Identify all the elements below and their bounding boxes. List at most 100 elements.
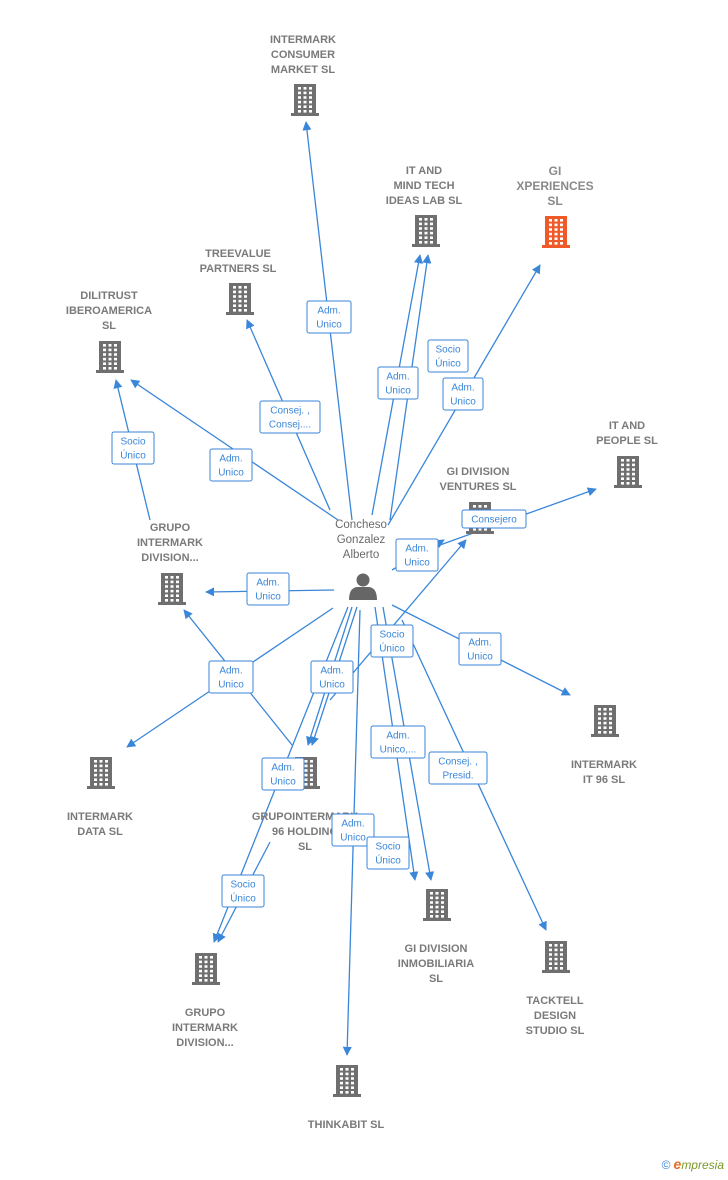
company-node-intermark-it96[interactable]: INTERMARK IT 96 SL xyxy=(571,705,637,786)
edge-label-badge[interactable]: Adm.Unico xyxy=(306,300,352,334)
edge-label-text: Socio xyxy=(435,345,460,356)
edge-label-text: Socio xyxy=(379,630,404,641)
edge-label-text: Unico,... xyxy=(380,745,417,756)
edge-label-text: Unico xyxy=(404,558,430,569)
edge-label-text: Adm. xyxy=(219,666,242,677)
edge-label-text: Unico xyxy=(218,680,244,691)
edge-label-text: Unico xyxy=(270,777,296,788)
building-icon[interactable] xyxy=(614,456,642,488)
edge-label-text: Único xyxy=(379,642,405,655)
edge-label-text: Unico xyxy=(340,833,366,844)
company-label: STUDIO SL xyxy=(526,1025,585,1037)
edge-label-text: Socio xyxy=(230,880,255,891)
company-label: DIVISION... xyxy=(141,552,198,564)
edge-label-text: Socio xyxy=(120,437,145,448)
edge-label-text: Adm. xyxy=(219,454,242,465)
edge-label-badge[interactable]: Adm.Unico xyxy=(261,757,305,791)
edge-label-text: Socio xyxy=(375,842,400,853)
company-label: GRUPO xyxy=(185,1007,226,1019)
badges-layer: Adm.UnicoAdm.UnicoSocioÚnicoAdm.UnicoCon… xyxy=(111,300,527,908)
company-label: SL xyxy=(298,841,312,853)
company-label: INTERMARK xyxy=(137,537,203,549)
edge-label-text: Adm. xyxy=(341,819,364,830)
edge-label-text: Adm. xyxy=(405,544,428,555)
edge-label-text: Adm. xyxy=(256,578,279,589)
company-label: DIVISION... xyxy=(176,1037,233,1049)
edge-label-badge[interactable]: Adm.Unico xyxy=(246,572,290,606)
building-icon[interactable] xyxy=(542,216,570,248)
company-label: IT 96 SL xyxy=(583,774,625,786)
edge-label-badge[interactable]: Adm. Unico xyxy=(331,813,375,847)
edge-label-text: Adm. xyxy=(386,372,409,383)
company-node-it-people[interactable]: IT AND PEOPLE SL xyxy=(596,420,658,488)
edge-label-text: Unico xyxy=(218,468,244,479)
edge-label-badge[interactable]: Adm.Unico xyxy=(442,377,484,411)
building-icon[interactable] xyxy=(96,341,124,373)
edge-label-badge[interactable]: Adm. Unico xyxy=(395,538,439,572)
edge-label-badge[interactable]: Adm.Unico,... xyxy=(370,725,426,759)
building-icon[interactable] xyxy=(226,283,254,315)
building-icon[interactable] xyxy=(158,573,186,605)
edge-label-badge[interactable]: Adm. Unico xyxy=(208,660,254,694)
company-label: INTERMARK xyxy=(571,759,637,771)
edge-label-text: Consej. , xyxy=(438,757,477,768)
company-label: INTERMARK xyxy=(270,34,336,46)
edge-label-text: Unico xyxy=(467,652,493,663)
edge-label-text: Consej.... xyxy=(269,420,311,431)
company-label: PARTNERS SL xyxy=(200,263,277,275)
edge-label-badge[interactable]: Adm. Unico xyxy=(458,632,502,666)
company-label: PEOPLE SL xyxy=(596,435,658,447)
company-label: IDEAS LAB SL xyxy=(386,195,463,207)
edge-label-badge[interactable]: Adm.Unico xyxy=(310,660,354,694)
company-label: INTERMARK xyxy=(172,1022,238,1034)
building-icon[interactable] xyxy=(291,84,319,116)
company-label: DILITRUST xyxy=(80,290,138,302)
edge-label-badge[interactable]: Consej. ,Presid. xyxy=(428,751,488,785)
building-icon[interactable] xyxy=(542,941,570,973)
company-label: VENTURES SL xyxy=(439,481,516,493)
building-icon[interactable] xyxy=(423,889,451,921)
building-icon[interactable] xyxy=(412,215,440,247)
company-label: TREEVALUE xyxy=(205,248,271,260)
edge-label-badge[interactable]: Consej. ,Consej.... xyxy=(259,400,321,434)
building-icon[interactable] xyxy=(192,953,220,985)
company-node-grupo-intermark-div-2[interactable]: GRUPO INTERMARK DIVISION... xyxy=(172,953,238,1049)
edge-label-badge[interactable]: Adm.Unico xyxy=(377,366,419,400)
person-name-line: Gonzalez xyxy=(337,534,386,546)
edge-label-text: Adm. xyxy=(317,306,340,317)
company-label: INMOBILIARIA xyxy=(398,958,474,970)
person-name-line: Alberto xyxy=(343,549,379,561)
building-icon[interactable] xyxy=(333,1065,361,1097)
company-label: CONSUMER xyxy=(271,49,335,61)
edge-label-badge[interactable]: Consejero xyxy=(461,509,527,529)
company-label: IT AND xyxy=(609,420,645,432)
company-node-treevalue[interactable]: TREEVALUE PARTNERS SL xyxy=(200,248,277,315)
edge-label-text: Unico xyxy=(319,680,345,691)
edge-label-text: Único xyxy=(375,854,401,867)
company-label: DESIGN xyxy=(534,1010,576,1022)
company-label: INTERMARK xyxy=(67,811,133,823)
edge-label-badge[interactable]: Adm. Unico xyxy=(209,448,253,482)
edge-label-text: Único xyxy=(230,892,256,905)
company-node-grupo-intermark-div-1[interactable]: GRUPOINTERMARKDIVISION... xyxy=(137,522,203,605)
building-icon[interactable] xyxy=(87,757,115,789)
company-node-tacktell[interactable]: TACKTELL DESIGN STUDIO SL xyxy=(526,941,585,1037)
edge-label-text: Adm. xyxy=(468,638,491,649)
building-icon[interactable] xyxy=(591,705,619,737)
company-node-thinkabit[interactable]: THINKABIT SL xyxy=(308,1065,385,1131)
company-label: TACKTELL xyxy=(526,995,584,1007)
person-icon[interactable] xyxy=(349,573,377,601)
